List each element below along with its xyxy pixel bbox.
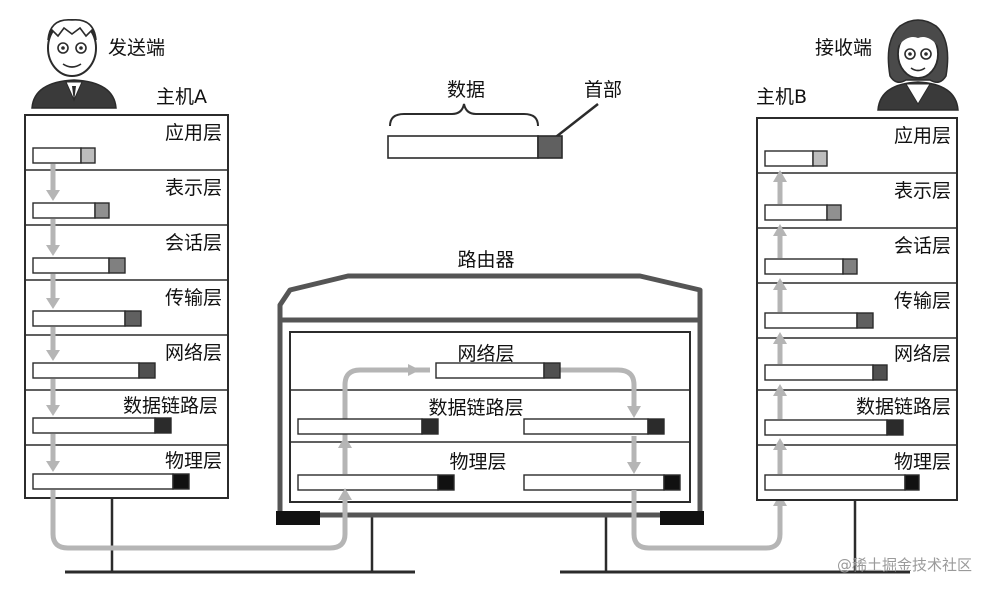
host-b-stack [756, 117, 958, 501]
host-a-layer-physical: 物理层 [165, 450, 222, 472]
receiver-person-icon [877, 19, 959, 111]
router-flow-arrowhead [627, 406, 641, 418]
router-foot-left [276, 511, 320, 525]
packet [32, 202, 96, 219]
host-a-label: 主机A [156, 86, 207, 108]
packet [32, 147, 82, 164]
packet [764, 419, 888, 436]
host-a-dividers [25, 169, 228, 446]
router: 路由器 网络层 数据链路层 物理层 [276, 249, 704, 525]
packet-header [826, 204, 842, 221]
packet [523, 474, 665, 491]
packet-header [842, 258, 858, 275]
router-layer-physical: 物理层 [449, 451, 506, 473]
host-b-label: 主机B [756, 86, 807, 108]
packet [523, 418, 649, 435]
legend-data-label: 数据 [447, 79, 485, 101]
router-layer-datalink: 数据链路层 [428, 397, 523, 419]
packet [435, 362, 545, 379]
host-a-layer-application: 应用层 [165, 122, 222, 144]
watermark: @稀土掘金技术社区 [837, 556, 972, 574]
host-a-layer-datalink: 数据链路层 [123, 395, 218, 417]
packet-header [663, 474, 681, 491]
packet [32, 417, 156, 434]
router-flow-arrowhead [338, 436, 352, 448]
router-layer-network: 网络层 [457, 343, 514, 365]
packet-header [856, 312, 874, 329]
packet [764, 204, 828, 221]
packet [32, 362, 140, 379]
host-b-layer-network: 网络层 [894, 343, 951, 365]
packet-header [94, 202, 110, 219]
legend-header-pointer [551, 103, 599, 141]
host-a-layer-transport: 传输层 [165, 287, 222, 309]
router-flow-arrowhead [627, 462, 641, 474]
legend-header-label: 首部 [584, 79, 622, 101]
host-b-layer-transport: 传输层 [894, 290, 951, 312]
packet [764, 150, 814, 167]
legend-data-brace [389, 103, 539, 127]
packet [764, 312, 858, 329]
router-title: 路由器 [457, 249, 514, 271]
host-a-layer-labels: 应用层 表示层 会话层 传输层 网络层 数据链路层 物理层 [123, 122, 222, 472]
packet-header [904, 474, 920, 491]
router-roof [277, 273, 703, 323]
receiver-role-label: 接收端 [815, 37, 872, 59]
host-b-dividers [757, 172, 957, 446]
packet-header [154, 417, 172, 434]
host-b-layer-session: 会话层 [894, 235, 951, 257]
router-flow-arrowhead [408, 364, 420, 376]
router-packets [297, 362, 681, 491]
host-b-packets [764, 150, 920, 491]
packet-header [172, 473, 190, 490]
host-a-flow-arrows [46, 164, 60, 472]
packet-header [812, 150, 828, 167]
host-a-stack [24, 114, 229, 499]
network-cables [65, 498, 910, 574]
host-b-layer-application: 应用层 [894, 125, 951, 147]
packet [764, 258, 844, 275]
host-a-layer-presentation: 表示层 [165, 177, 222, 199]
packet-header [108, 257, 126, 274]
host-b-layer-datalink: 数据链路层 [856, 396, 951, 418]
packet-legend: 数据 首部 [387, 79, 622, 159]
packet-header [886, 419, 904, 436]
host-b-layer-labels: 应用层 表示层 会话层 传输层 网络层 数据链路层 物理层 [856, 125, 951, 473]
packet-header [543, 362, 561, 379]
packet [32, 257, 110, 274]
packet-header [872, 364, 888, 381]
packet [764, 364, 874, 381]
packet-header [421, 418, 439, 435]
packet-header [124, 310, 142, 327]
packet [764, 474, 906, 491]
host-a-layer-session: 会话层 [165, 232, 222, 254]
flow-router-to-b [631, 490, 783, 551]
host-b-layer-physical: 物理层 [894, 451, 951, 473]
packet [32, 473, 174, 490]
host-a-layer-network: 网络层 [165, 342, 222, 364]
legend-packet-data [387, 135, 539, 159]
flow-a-to-router [50, 490, 348, 551]
flow-arrowhead [338, 488, 352, 500]
sender-role-label: 发送端 [108, 37, 165, 59]
packet-header [437, 474, 455, 491]
packet [297, 474, 439, 491]
host-a: 发送端 主机A 应用层 表示层 会话层 传输层 网络层 数据链路层 物理层 [24, 19, 229, 499]
sender-person-icon [31, 19, 117, 109]
packet [32, 310, 126, 327]
router-foot-right [660, 511, 704, 525]
host-b-layer-presentation: 表示层 [894, 180, 951, 202]
router-inner [289, 331, 691, 503]
host-b: 接收端 主机B 应用层 表示层 会话层 传输层 网络层 数据链路层 物理层 [756, 19, 959, 501]
packet-header [138, 362, 156, 379]
host-a-packets [32, 147, 190, 490]
legend-packet-header [537, 135, 563, 159]
packet [297, 418, 423, 435]
packet-header [80, 147, 96, 164]
host-b-flow-arrows [773, 170, 787, 474]
packet-header [647, 418, 665, 435]
